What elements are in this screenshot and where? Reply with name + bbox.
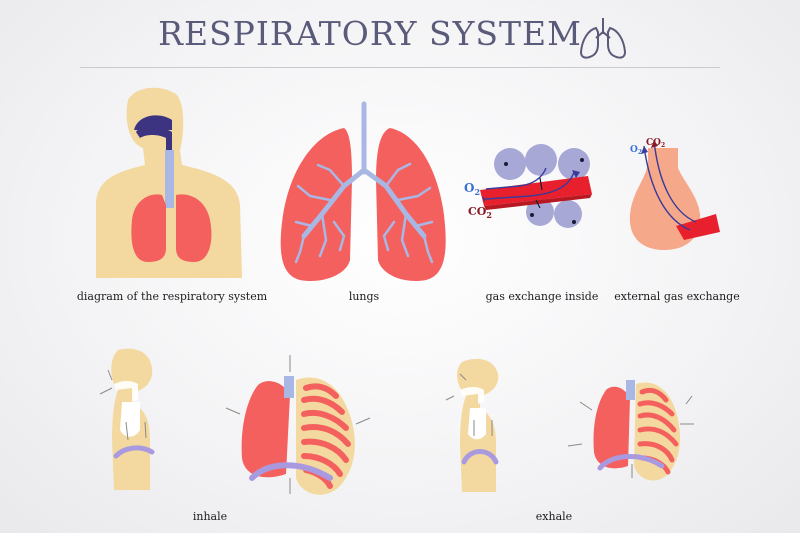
gas-inside-co2-label: CO2 xyxy=(468,205,492,220)
gas-inside-o2-label: O2 xyxy=(464,181,480,197)
lungs-illustration xyxy=(280,101,446,282)
page-title: RESPIRATORY SYSTEM xyxy=(158,14,582,53)
lungs-icon xyxy=(579,18,627,59)
caption-exhale: exhale xyxy=(535,510,573,523)
caption-external-gas-exchange: external gas exchange xyxy=(614,290,740,303)
title-divider xyxy=(80,67,720,68)
gas-external-o2-label: O2 xyxy=(630,145,642,156)
external-gas-exchange-illustration xyxy=(629,139,720,250)
exhale-body-illustration xyxy=(445,358,499,492)
exhale-lungs-illustration xyxy=(567,380,694,481)
caption-lungs: lungs xyxy=(348,290,380,303)
gas-exchange-inside-illustration xyxy=(480,144,592,228)
respiratory-system-diagram xyxy=(96,87,242,278)
caption-inhale: inhale xyxy=(192,510,228,523)
inhale-lungs-illustration xyxy=(225,355,371,495)
caption-gas-exchange-inside: gas exchange inside xyxy=(485,290,599,303)
gas-external-co2-label: CO2 xyxy=(646,138,665,149)
caption-respiratory-system: diagram of the respiratory system xyxy=(76,290,268,303)
inhale-body-illustration xyxy=(99,348,155,490)
